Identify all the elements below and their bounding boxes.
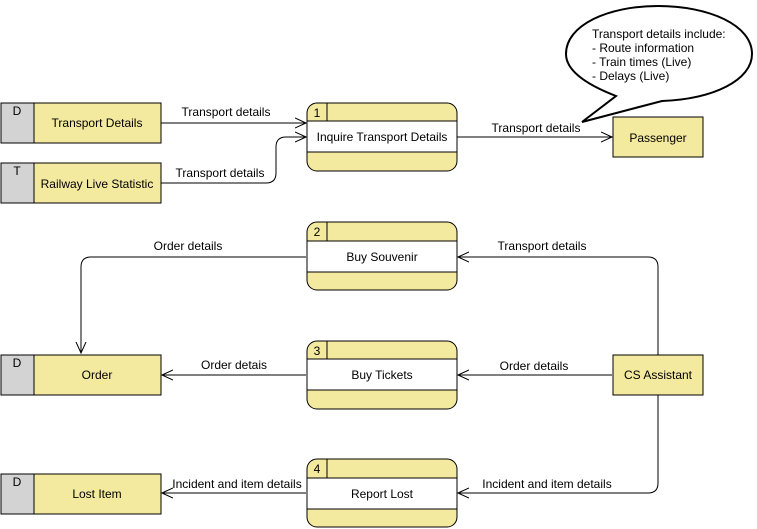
entity-body bbox=[612, 116, 704, 158]
flow-line bbox=[458, 257, 659, 355]
store-label: Lost Item bbox=[72, 487, 121, 501]
data-store-order[interactable]: D Order bbox=[0, 354, 162, 396]
store-tag-cell bbox=[0, 354, 35, 396]
store-tag: T bbox=[13, 164, 21, 178]
store-tag-cell bbox=[0, 102, 35, 144]
store-tag: D bbox=[13, 104, 22, 118]
data-store-railway-live-statistic[interactable]: T Railway Live Statistic bbox=[0, 162, 162, 204]
flow-rls-to-inquire: Transport details bbox=[161, 137, 306, 184]
flow-td-to-inquire: Transport details bbox=[161, 105, 306, 123]
flow-label: Incident and item details bbox=[482, 477, 611, 491]
flow-inquire-to-passenger: Transport details bbox=[457, 121, 612, 137]
flow-line bbox=[458, 395, 659, 493]
callout-line: - Route information bbox=[592, 41, 694, 55]
store-label: Railway Live Statistic bbox=[41, 177, 154, 191]
flow-line bbox=[161, 137, 306, 184]
process-label: Buy Tickets bbox=[351, 368, 412, 382]
flow-label: Order details bbox=[154, 239, 223, 253]
flow-cs-to-tickets: Order details bbox=[458, 359, 612, 375]
callout-shape bbox=[564, 4, 754, 123]
flow-label: Incident and item details bbox=[172, 477, 301, 491]
process-label-band bbox=[306, 477, 458, 510]
process-label-band bbox=[306, 358, 458, 391]
entity-label: CS Assistant bbox=[624, 368, 693, 382]
process-number: 4 bbox=[314, 462, 321, 476]
flow-label: Transport details bbox=[176, 166, 265, 180]
process-buy-tickets[interactable]: 3 Buy Tickets bbox=[306, 340, 458, 410]
callout-line: - Train times (Live) bbox=[592, 55, 691, 69]
entity-label: Passenger bbox=[629, 131, 686, 145]
data-store-transport-details[interactable]: D Transport Details bbox=[0, 102, 162, 144]
process-label-band bbox=[306, 120, 458, 153]
flow-report-to-lost: Incident and item details bbox=[162, 477, 306, 493]
flow-label: Transport details bbox=[498, 239, 587, 253]
store-tag: D bbox=[13, 356, 22, 370]
store-tag: D bbox=[13, 475, 22, 489]
flow-line bbox=[81, 256, 306, 353]
callout-line: - Delays (Live) bbox=[592, 69, 669, 83]
store-label: Transport Details bbox=[52, 116, 143, 130]
process-label: Inquire Transport Details bbox=[317, 130, 448, 144]
flow-tickets-to-order: Order detais bbox=[162, 358, 306, 375]
flow-label: Order detais bbox=[201, 358, 267, 372]
process-inquire-transport-details[interactable]: 1 Inquire Transport Details bbox=[306, 102, 458, 172]
flow-label: Transport details bbox=[182, 105, 271, 119]
flow-label: Order details bbox=[500, 359, 569, 373]
external-entity-passenger[interactable]: Passenger bbox=[612, 116, 704, 158]
flow-cs-to-souvenir: Transport details bbox=[458, 239, 659, 355]
process-number: 2 bbox=[314, 225, 321, 239]
callout-line: Transport details include: bbox=[592, 27, 726, 41]
process-label: Report Lost bbox=[351, 487, 414, 501]
callout-bubble: Transport details include: - Route infor… bbox=[564, 4, 754, 123]
process-report-lost[interactable]: 4 Report Lost bbox=[306, 458, 458, 528]
store-tag-cell bbox=[0, 162, 35, 204]
process-buy-souvenir[interactable]: 2 Buy Souvenir bbox=[306, 221, 458, 291]
flow-label: Transport details bbox=[492, 121, 581, 135]
store-tag-cell bbox=[0, 473, 35, 515]
flow-cs-to-report: Incident and item details bbox=[458, 395, 659, 493]
process-label: Buy Souvenir bbox=[346, 250, 417, 264]
data-store-lost-item[interactable]: D Lost Item bbox=[0, 473, 162, 515]
store-label: Order bbox=[82, 368, 113, 382]
entity-body bbox=[612, 354, 704, 396]
process-label-band bbox=[306, 240, 458, 273]
process-number: 3 bbox=[314, 344, 321, 358]
process-number: 1 bbox=[314, 106, 321, 120]
flow-souvenir-to-order: Order details bbox=[81, 239, 306, 353]
external-entity-cs-assistant[interactable]: CS Assistant bbox=[612, 354, 704, 396]
